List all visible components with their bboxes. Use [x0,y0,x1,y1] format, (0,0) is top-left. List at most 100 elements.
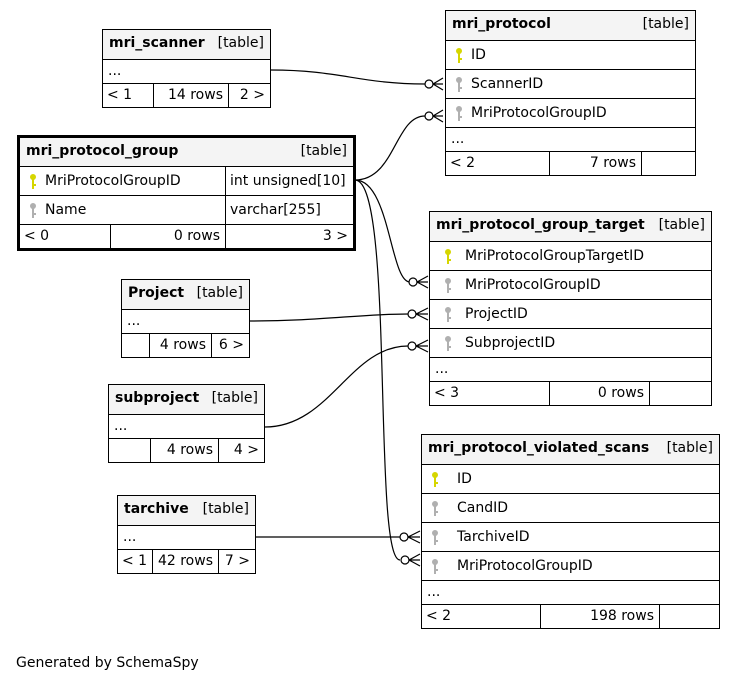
column-type: varchar[255] [230,202,321,218]
table-name: subproject [115,390,200,406]
row-count: 198 rows [590,608,654,624]
row-count: 4 rows [166,442,213,458]
crowfoot-mark [408,553,421,567]
crowfoot-mark [407,530,421,544]
foreign-key-icon [456,77,462,92]
table-project[interactable]: Project [table] ... 4 rows 6 > [121,279,250,358]
parents-link[interactable]: < 2 [450,155,476,171]
parents-link[interactable]: < 3 [434,385,460,401]
table-mri-protocol-violated-scans[interactable]: mri_protocol_violated_scans [table] ID C… [421,434,720,629]
table-header: tarchive [table] [118,496,255,525]
children-link[interactable]: 3 > [322,228,348,244]
table-type: [table] [642,16,689,32]
edge-end-circle [424,111,434,121]
edge-end-circle [399,532,409,542]
table-mri-scanner[interactable]: mri_scanner [table] ... < 1 14 rows 2 > [102,29,271,108]
table-type: [table] [666,440,713,456]
table-header: mri_protocol [table] [446,11,695,40]
table-column-row: TarchiveID [422,522,719,551]
table-name: Project [128,285,185,301]
table-footer: 4 rows 6 > [122,333,249,357]
table-header: mri_protocol_violated_scans [table] [422,435,719,464]
table-name: mri_scanner [109,35,205,51]
crowfoot-mark [415,339,429,353]
foreign-key-icon [30,203,36,218]
table-mri-protocol-group[interactable]: mri_protocol_group [table] MriProtocolGr… [17,135,356,251]
foreign-key-icon [432,530,438,545]
primary-key-icon [30,174,36,189]
table-type: [table] [202,501,249,517]
parents-link[interactable]: < 1 [107,87,133,103]
children-link[interactable]: 6 > [218,337,244,353]
table-type: [table] [658,217,705,233]
table-name: tarchive [124,501,189,517]
table-mri-protocol[interactable]: mri_protocol [table] ID ScannerID MriPro… [445,10,696,176]
column-name: Name [45,202,87,218]
edge-end-circle [408,277,418,287]
column-name: ScannerID [471,76,544,92]
column-name: SubprojectID [465,335,556,351]
children-link[interactable]: 4 > [233,442,259,458]
crowfoot-mark [432,109,444,123]
column-name: TarchiveID [457,529,530,545]
table-footer: < 2 198 rows [422,604,719,628]
table-footer: 4 rows 4 > [109,438,264,462]
table-column-row: Name varchar[255] [20,195,353,224]
column-name: ID [457,471,472,487]
table-mri-protocol-group-target[interactable]: mri_protocol_group_target [table] MriPro… [429,211,712,406]
table-column-row: ID [446,40,695,69]
table-name: mri_protocol_group [26,143,179,159]
table-header: subproject [table] [109,385,264,414]
table-footer: < 0 0 rows 3 > [20,224,353,248]
row-count: 14 rows [167,87,223,103]
parents-link[interactable]: < 1 [122,553,148,569]
row-count: 0 rows [597,385,644,401]
primary-key-icon [445,249,451,264]
table-name: mri_protocol_group_target [436,217,645,233]
table-subproject[interactable]: subproject [table] ... 4 rows 4 > [108,384,265,463]
edge-end-circle [424,79,434,89]
children-link[interactable]: 2 > [239,87,265,103]
children-link[interactable]: 7 > [224,553,250,569]
table-column-row: ID [422,464,719,493]
edge-scanner-protocol [270,69,426,85]
edge-end-circle [407,341,417,351]
column-name: MriProtocolGroupID [465,277,601,293]
primary-key-icon [456,48,462,63]
table-header: mri_protocol_group_target [table] [430,212,711,241]
table-header: Project [table] [122,280,249,309]
column-name: MriProtocolGroupID [457,558,593,574]
table-type: [table] [211,390,258,406]
table-footer: < 1 14 rows 2 > [103,83,270,107]
foreign-key-icon [432,501,438,516]
row-count: 0 rows [173,228,220,244]
parents-link[interactable]: < 2 [426,608,452,624]
table-column-row: SubprojectID [430,328,711,357]
table-column-row: MriProtocolGroupTargetID [430,241,711,270]
table-tarchive[interactable]: tarchive [table] ... < 1 42 rows 7 > [117,495,256,574]
ellipsis: ... [427,584,441,600]
table-type: [table] [217,35,264,51]
table-footer: < 1 42 rows 7 > [118,549,255,573]
table-ellipsis-row: ... [109,414,264,438]
crowfoot-mark [432,77,444,91]
foreign-key-icon [445,278,451,293]
table-ellipsis-row: ... [422,580,719,604]
column-name: ID [471,47,486,63]
parents-link[interactable]: < 0 [24,228,50,244]
edge-end-circle [400,555,410,565]
edge-project-target [249,313,409,322]
table-ellipsis-row: ... [430,357,711,381]
primary-key-icon [432,472,438,487]
foreign-key-icon [456,106,462,121]
table-ellipsis-row: ... [103,59,270,83]
foreign-key-icon [445,336,451,351]
table-column-row: ProjectID [430,299,711,328]
foreign-key-icon [432,559,438,574]
column-name: MriProtocolGroupTargetID [465,248,644,264]
edge-group-violated [354,179,401,561]
row-count: 7 rows [589,155,636,171]
table-ellipsis-row: ... [122,309,249,333]
table-column-row: CandID [422,493,719,522]
table-name: mri_protocol_violated_scans [428,440,650,456]
